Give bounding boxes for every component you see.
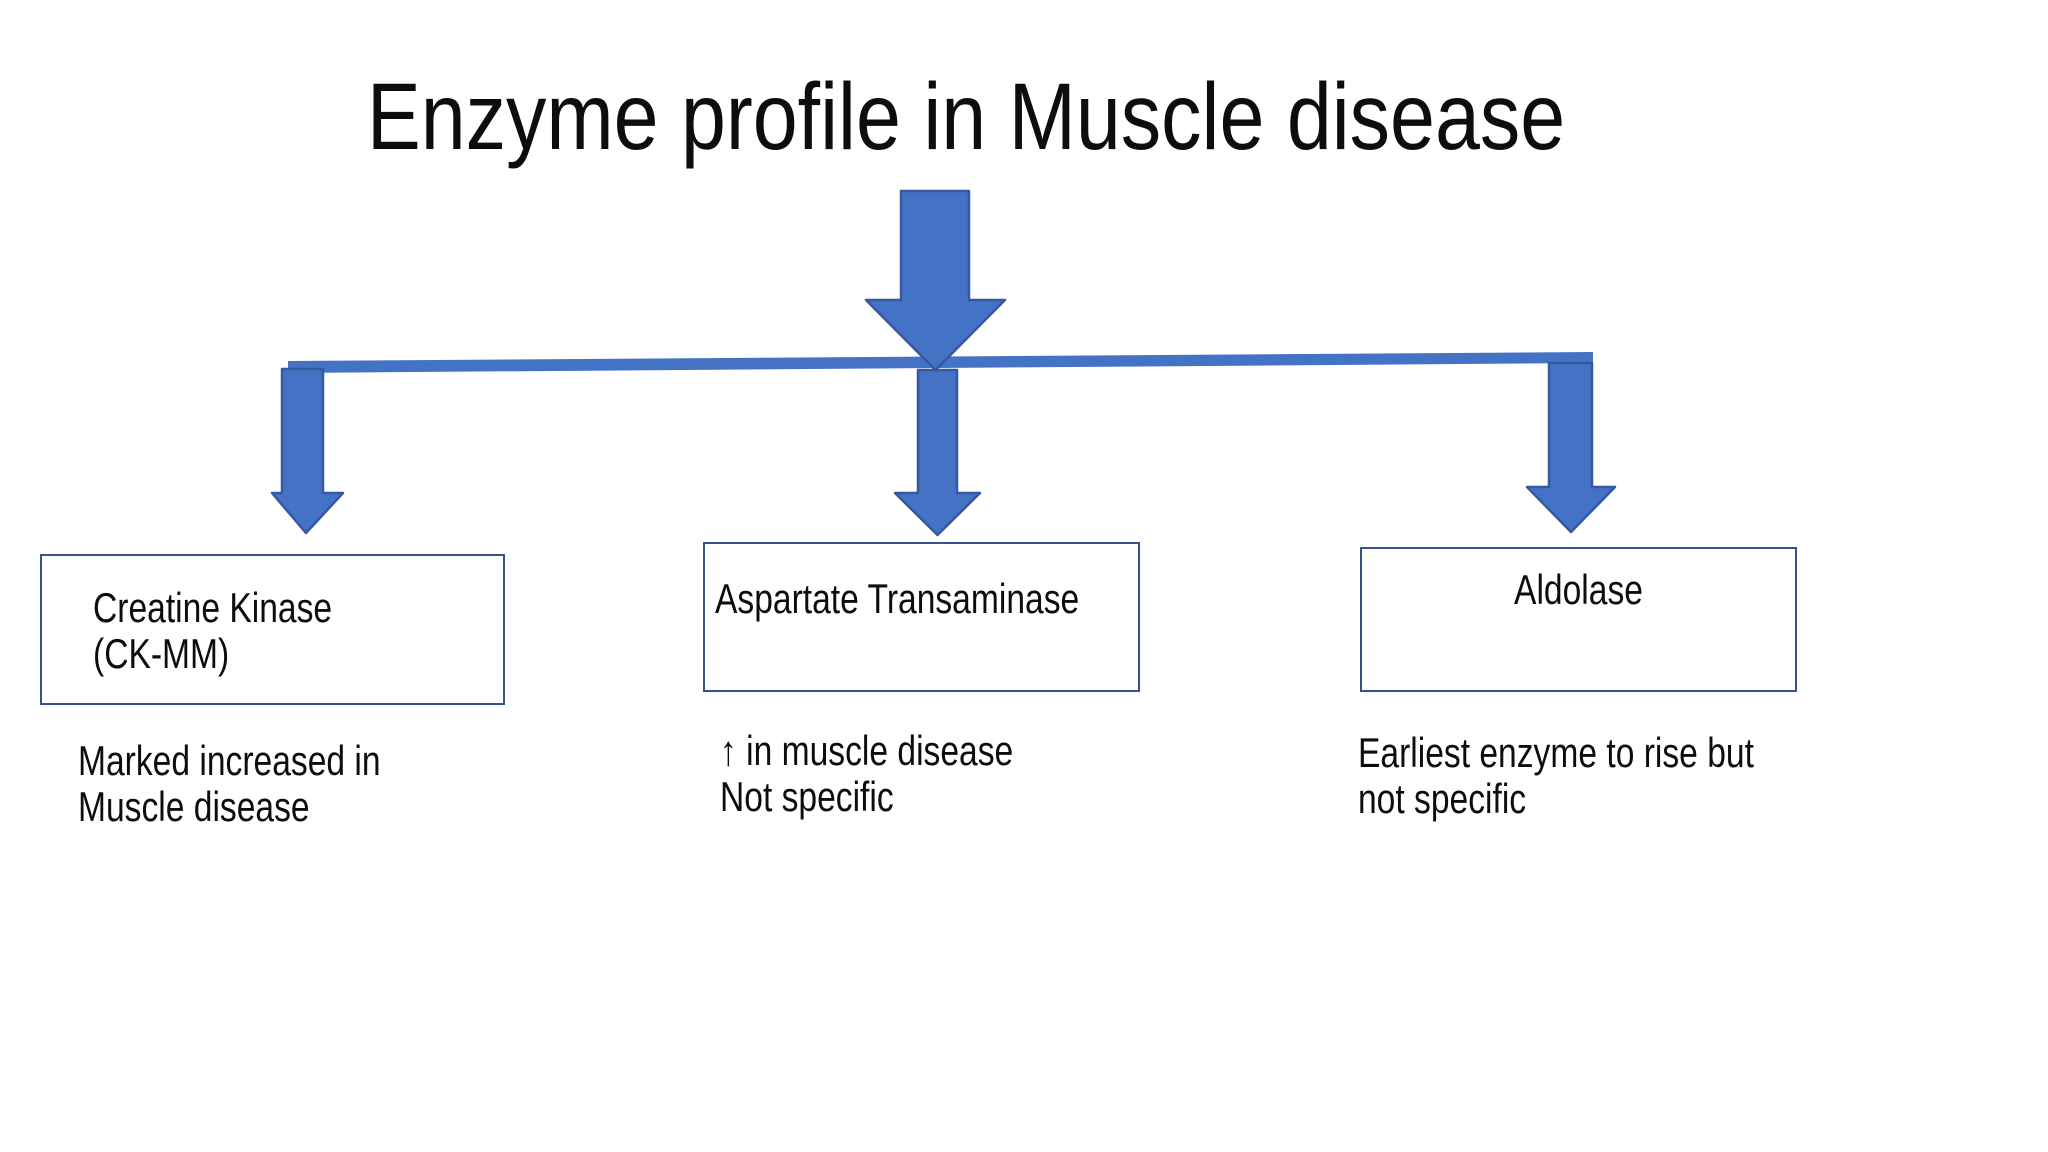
node-box-aspartate-transaminase: Aspartate Transaminase <box>703 542 1140 692</box>
page-title: Enzyme profile in Muscle disease <box>366 64 1566 170</box>
note-line: Muscle disease <box>78 783 310 830</box>
left-down-arrow-icon <box>270 367 345 535</box>
middle-down-arrow-icon <box>893 368 982 537</box>
note-line: ↑ in muscle disease <box>720 727 1014 774</box>
node-label-line: Aldolase <box>1514 566 1643 613</box>
node-box-aldolase: Aldolase <box>1360 547 1797 692</box>
node-label: Aldolase <box>1405 567 1751 613</box>
note-aldolase: Earliest enzyme to rise but not specific <box>1358 730 1754 822</box>
node-label: Creatine Kinase (CK-MM) <box>93 585 332 677</box>
note-line: not specific <box>1358 775 1527 822</box>
note-line: Not specific <box>720 773 894 820</box>
node-label: Aspartate Transaminase <box>715 576 1079 622</box>
node-label-line: (CK-MM) <box>93 630 230 677</box>
node-label-line: Creatine Kinase <box>93 584 333 631</box>
note-creatine-kinase: Marked increased in Muscle disease <box>78 738 381 830</box>
root-down-arrow-icon <box>864 189 1007 372</box>
right-down-arrow-icon <box>1525 361 1617 534</box>
node-label-line: Aspartate Transaminase <box>715 575 1080 622</box>
node-box-creatine-kinase: Creatine Kinase (CK-MM) <box>40 554 505 705</box>
note-line: Earliest enzyme to rise but <box>1358 729 1754 776</box>
note-aspartate-transaminase: ↑ in muscle disease Not specific <box>720 728 1013 820</box>
note-line: Marked increased in <box>78 737 381 784</box>
